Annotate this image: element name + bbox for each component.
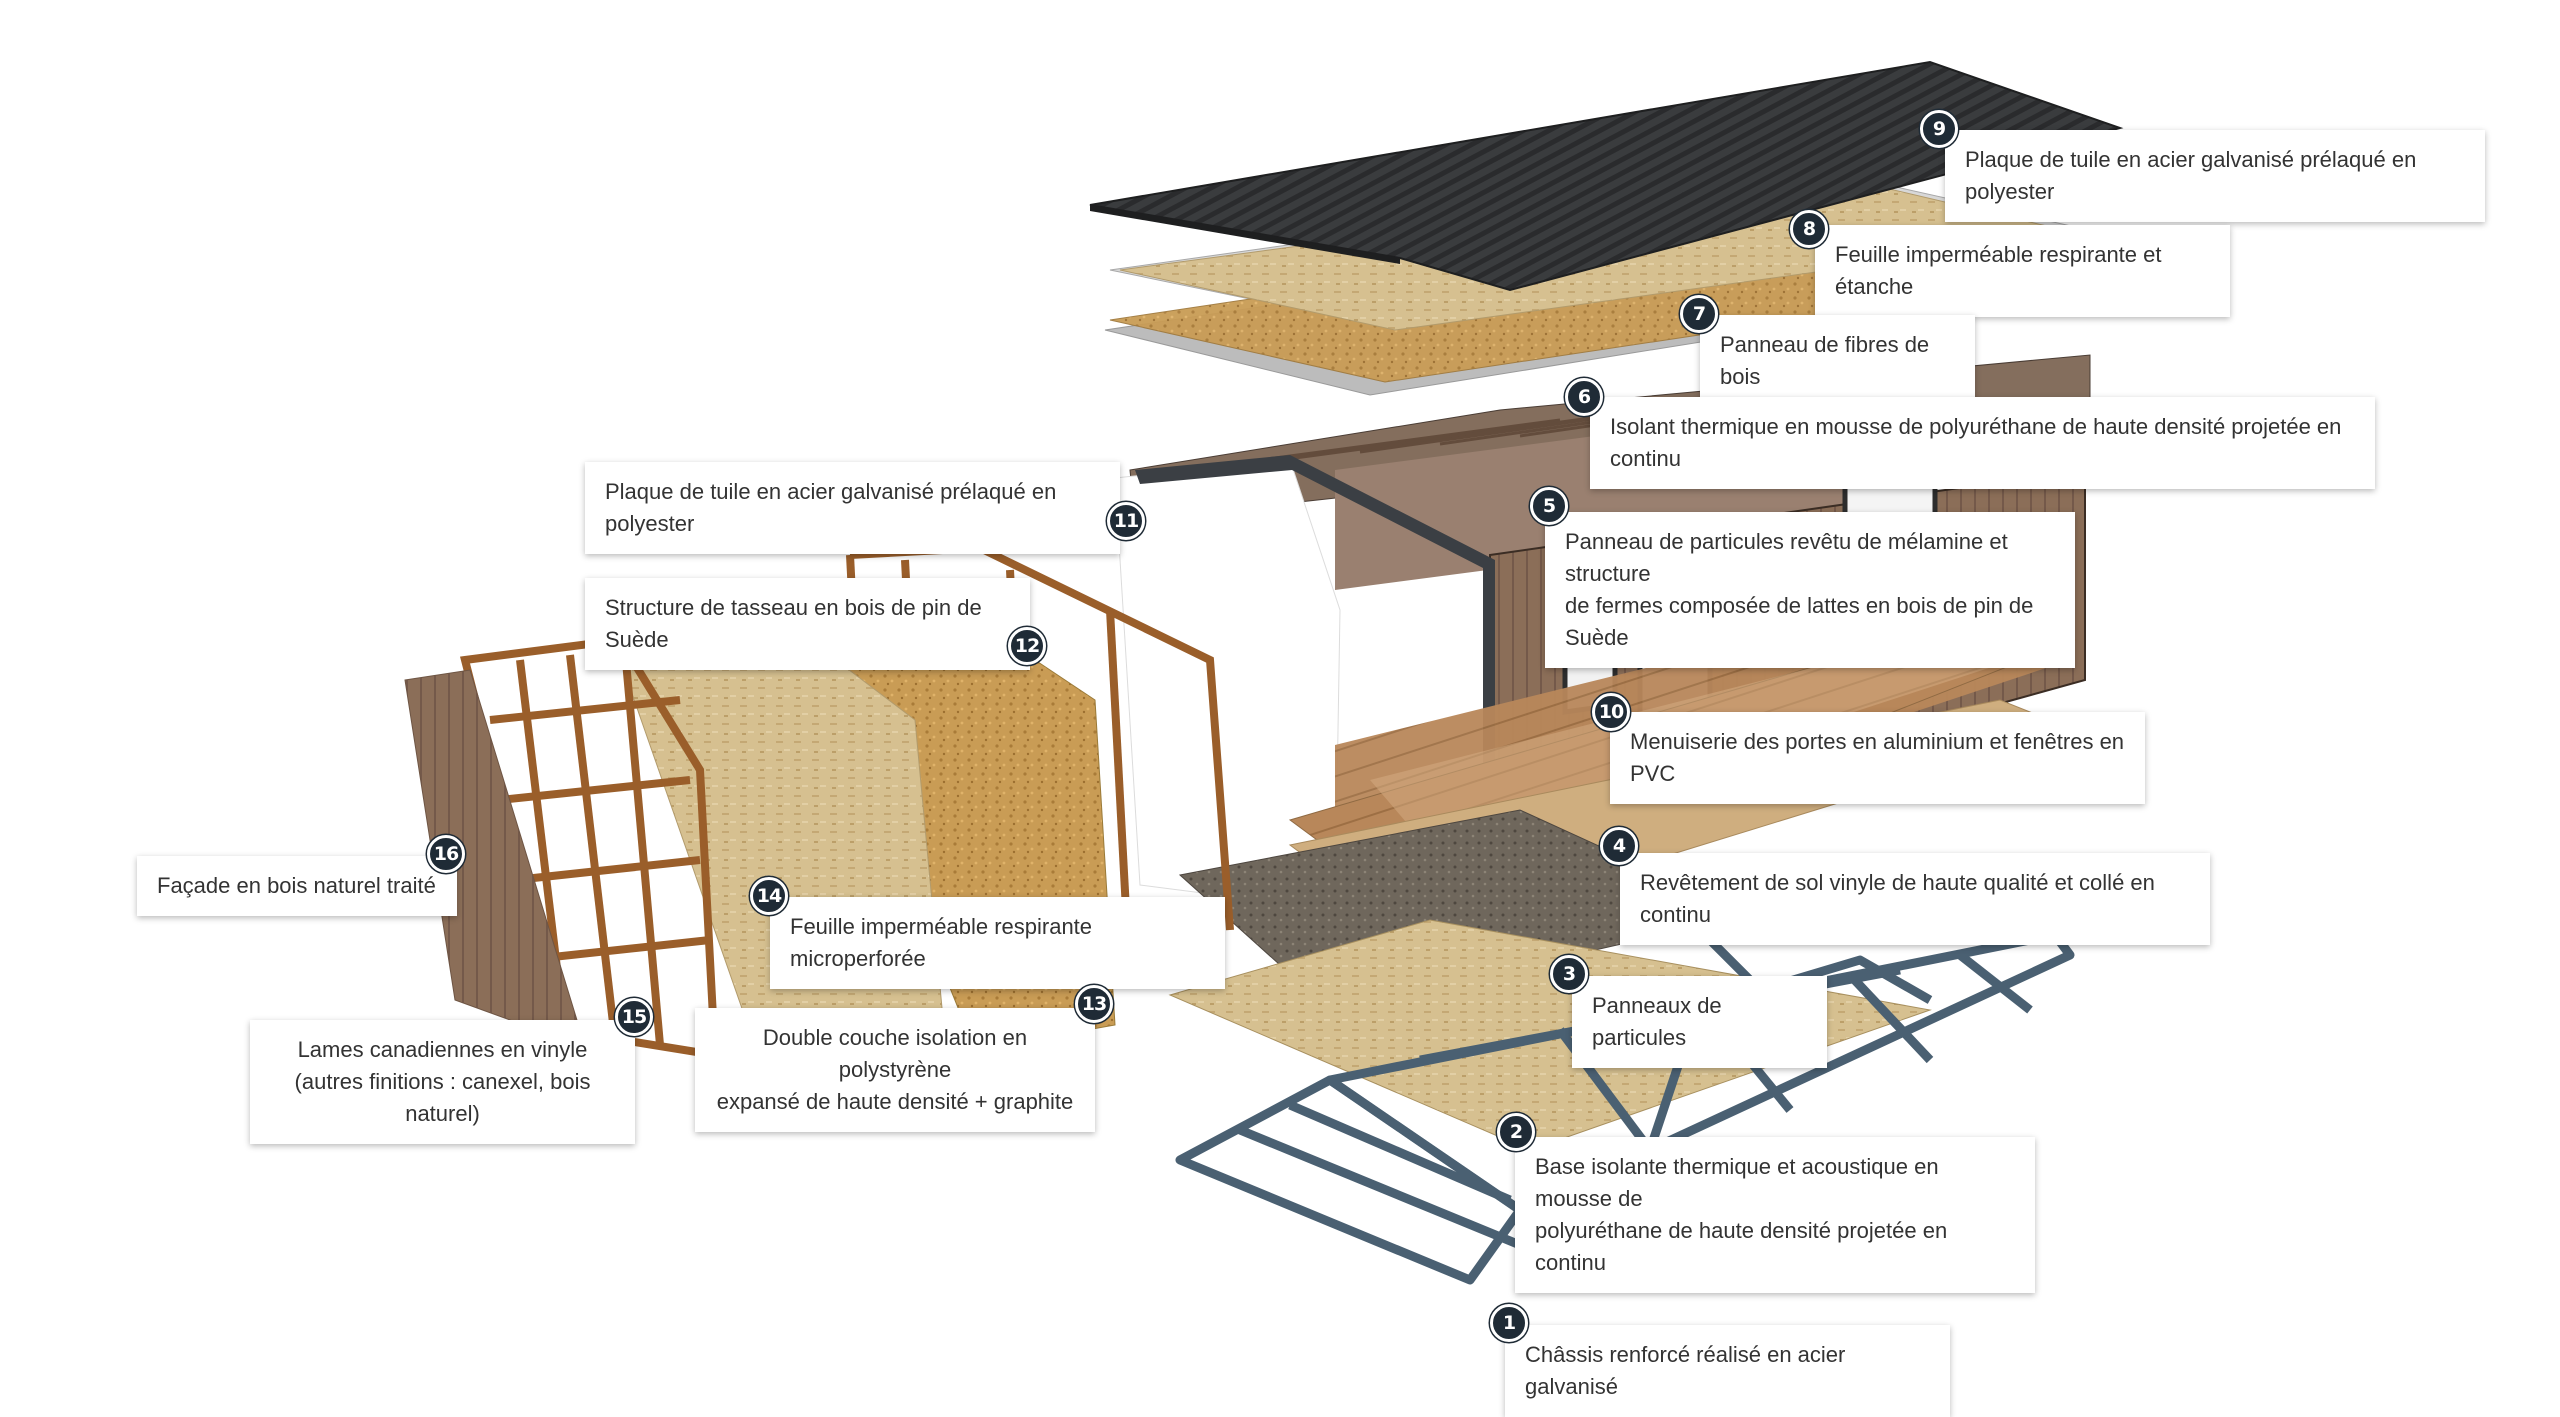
callout-label-7: Panneau de fibres de bois — [1700, 315, 1975, 407]
callout-label-2: Base isolante thermique et acoustique en… — [1515, 1137, 2035, 1293]
callout-label-9: Plaque de tuile en acier galvanisé préla… — [1945, 130, 2485, 222]
number-badge-icon-16: 16 — [427, 835, 465, 873]
number-badge-icon-15: 15 — [615, 998, 653, 1036]
number-badge-icon-5: 5 — [1530, 487, 1568, 525]
callout-label-4: Revêtement de sol vinyle de haute qualit… — [1620, 853, 2210, 945]
callout-label-3: Panneaux de particules — [1572, 976, 1827, 1068]
callout-label-10: Menuiserie des portes en aluminium et fe… — [1610, 712, 2145, 804]
callout-label-14: Feuille imperméable respirante microperf… — [770, 897, 1225, 989]
roof-sheet-edge — [1090, 205, 1400, 264]
number-badge-icon-12: 12 — [1008, 627, 1046, 665]
number-badge-icon-7: 7 — [1680, 295, 1718, 333]
number-badge-icon-3: 3 — [1550, 955, 1588, 993]
callout-label-16: Façade en bois naturel traité — [137, 856, 457, 916]
number-badge-icon-6: 6 — [1565, 378, 1603, 416]
callout-label-8: Feuille imperméable respirante et étanch… — [1815, 225, 2230, 317]
number-badge-icon-1: 1 — [1490, 1304, 1528, 1342]
callout-label-13: Double couche isolation en polystyrène e… — [695, 1008, 1095, 1132]
number-badge-icon-8: 8 — [1790, 210, 1828, 248]
roof-corrugated-steel-sheet — [1089, 60, 2124, 292]
callout-label-6: Isolant thermique en mousse de polyuréth… — [1590, 397, 2375, 489]
number-badge-icon-11: 11 — [1107, 502, 1145, 540]
callout-label-12: Structure de tasseau en bois de pin de S… — [585, 578, 1030, 670]
number-badge-icon-13: 13 — [1075, 985, 1113, 1023]
callout-label-5: Panneau de particules revêtu de mélamine… — [1545, 512, 2075, 668]
callout-label-11: Plaque de tuile en acier galvanisé préla… — [585, 462, 1120, 554]
number-badge-icon-4: 4 — [1600, 827, 1638, 865]
number-badge-icon-2: 2 — [1497, 1113, 1535, 1151]
callout-label-1: Châssis renforcé réalisé en acier galvan… — [1505, 1325, 1950, 1417]
callout-label-15: Lames canadiennes en vinyle (autres fini… — [250, 1020, 635, 1144]
number-badge-icon-14: 14 — [750, 877, 788, 915]
number-badge-icon-9: 9 — [1920, 110, 1958, 148]
number-badge-icon-10: 10 — [1592, 693, 1630, 731]
